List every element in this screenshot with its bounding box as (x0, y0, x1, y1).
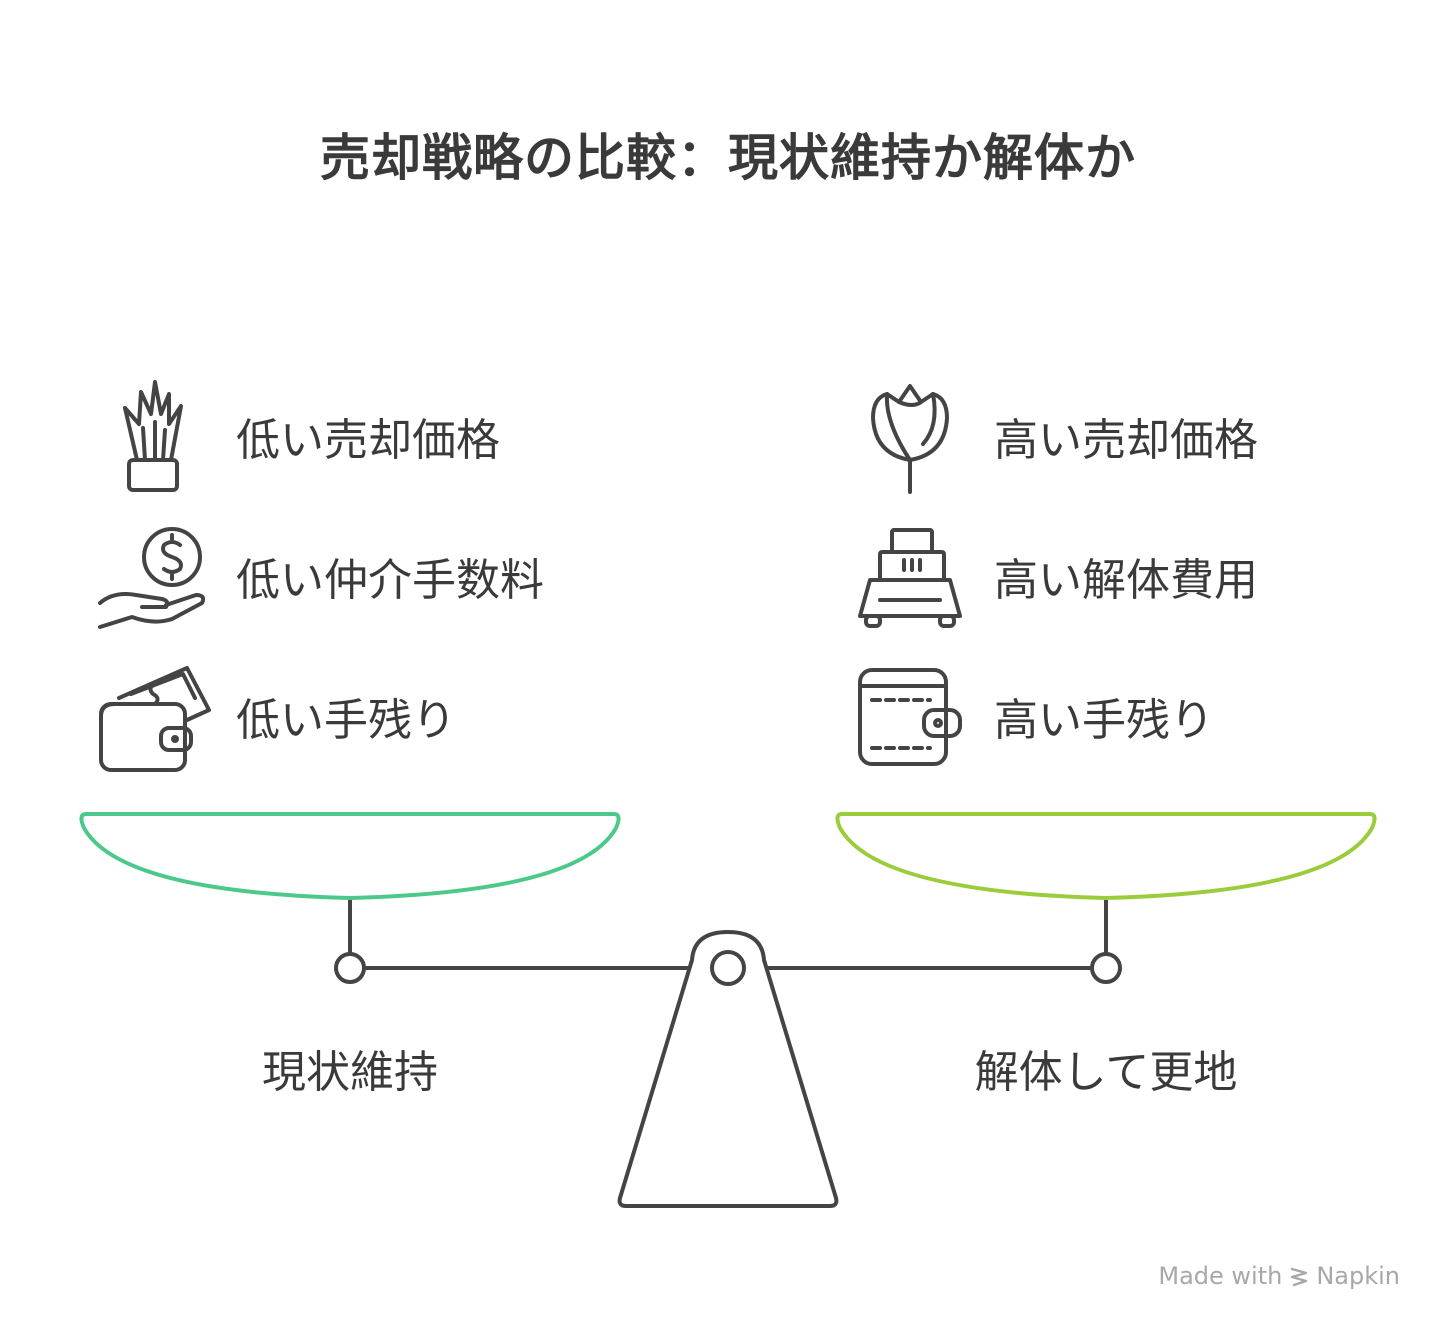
right-pan (835, 812, 1377, 900)
left-item-low-net-proceeds: 低い手残り (90, 656, 456, 776)
credit-prefix: Made with (1158, 1262, 1283, 1290)
right-item-high-sale-price: 高い売却価格 (848, 376, 1258, 496)
page-title: 売却戦略の比較：現状維持か解体か (320, 129, 1136, 187)
pivot (710, 950, 746, 986)
right-item-label: 高い手残り (994, 695, 1214, 746)
rose-icon (848, 376, 972, 496)
napkin-logo-icon (1291, 1267, 1308, 1287)
left-item-label: 低い手残り (236, 695, 456, 746)
hand-coin-icon (90, 516, 214, 636)
credit-brand: Napkin (1316, 1262, 1400, 1290)
napkin-credit: Made with Napkin (1158, 1262, 1400, 1290)
right-item-high-demolition-cost: 高い解体費用 (848, 516, 1258, 636)
left-item-low-broker-fee: 低い仲介手数料 (90, 516, 544, 636)
left-pan (79, 812, 621, 900)
left-joint (334, 952, 366, 984)
wallet-icon (848, 656, 972, 776)
left-option-label: 現状維持 (262, 1047, 438, 1098)
fulcrum (617, 930, 839, 1208)
right-joint (1090, 952, 1122, 984)
right-item-high-net-proceeds: 高い手残り (848, 656, 1214, 776)
right-item-label: 高い解体費用 (994, 555, 1258, 606)
left-item-label: 低い仲介手数料 (236, 555, 544, 606)
right-option-label: 解体して更地 (974, 1047, 1238, 1098)
left-item-label: 低い売却価格 (236, 415, 500, 466)
right-item-label: 高い売却価格 (994, 415, 1258, 466)
left-item-low-sale-price: 低い売却価格 (90, 376, 500, 496)
wallet-cash-icon (90, 656, 214, 776)
cash-register-icon (848, 516, 972, 636)
plant-icon (90, 376, 214, 496)
